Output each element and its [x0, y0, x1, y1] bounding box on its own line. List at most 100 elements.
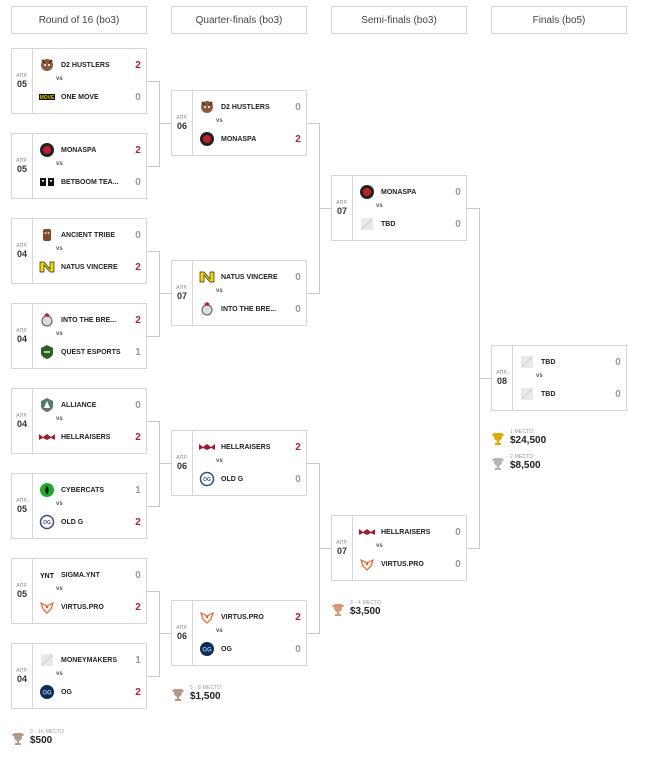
match-date: АПР.06 [172, 431, 193, 495]
into-the-breach-logo-icon [39, 312, 55, 328]
monaspa-logo-icon [39, 142, 55, 158]
match-day: 05 [16, 589, 27, 599]
ancient-tribe-logo-icon [39, 227, 55, 243]
match-day: 04 [16, 334, 27, 344]
match-month: АПР. [176, 285, 188, 291]
match-day: 04 [16, 674, 27, 684]
trophy-gold-icon [492, 433, 504, 445]
og-logo-icon: OG [199, 641, 215, 657]
prize-label: 5 - 8 МЕСТО [190, 685, 222, 691]
team-score: 2 [295, 611, 301, 623]
vs-label: vs [216, 458, 223, 464]
match-date: АПР.06 [172, 91, 193, 155]
match-date: АПР.05 [12, 559, 33, 623]
match-month: АПР. [176, 625, 188, 631]
connector-line [159, 293, 171, 294]
match-month: АПР. [336, 540, 348, 546]
og-logo-icon: OG [39, 684, 55, 700]
prize-5-8: 5 - 8 МЕСТО $1,500 [171, 685, 221, 702]
team-name: D2 HUSTLERS [221, 103, 270, 111]
prize-9-16: 9 - 16 МЕСТО $500 [11, 729, 64, 746]
team-score: 2 [135, 314, 141, 326]
team-name: HELLRAISERS [221, 443, 271, 451]
connector-line [467, 548, 479, 549]
team-score: 2 [135, 601, 141, 613]
team-score: 0 [455, 218, 461, 230]
team-row[interactable]: BETBOOM TEA...0 [33, 169, 145, 195]
team-row[interactable]: INTO THE BRE...2 [33, 307, 145, 333]
team-name: HELLRAISERS [381, 528, 431, 536]
team-name: ANCIENT TRIBE [61, 231, 116, 239]
team-score: 1 [135, 346, 141, 358]
team-row[interactable]: ANCIENT TRIBE 0 [33, 222, 145, 248]
match-date: АПР.04 [12, 644, 33, 708]
team-score: 0 [135, 229, 141, 241]
match-month: АПР. [16, 328, 28, 334]
monaspa-logo-icon [199, 131, 215, 147]
prize-amount: $500 [30, 735, 53, 746]
vs-label: vs [376, 203, 383, 209]
connector-line [147, 676, 159, 677]
match-day: 06 [176, 121, 187, 131]
team-score: 0 [455, 558, 461, 570]
vs-label: vs [376, 543, 383, 549]
connector-line [147, 336, 159, 337]
vs-label: vs [216, 628, 223, 634]
team-name: INTO THE BRE... [221, 305, 277, 313]
prize-label: 3 - 4 МЕСТО [350, 600, 382, 606]
team-name: VIRTUS.PRO [61, 603, 104, 611]
monaspa-logo-icon [359, 184, 375, 200]
team-name: CYBERCATS [61, 486, 105, 494]
trophy-silver-icon [492, 458, 504, 470]
team-row[interactable]: VIRTUS.PRO 2 [33, 594, 145, 620]
one-move-logo-icon: MOVE [39, 89, 55, 105]
connector-line [159, 123, 171, 124]
match-date: АПР.05 [12, 474, 33, 538]
hustlers-logo-icon [39, 57, 55, 73]
match-month: АПР. [16, 73, 28, 79]
team-score: 2 [135, 261, 141, 273]
team-score: 0 [135, 399, 141, 411]
team-row[interactable]: INTO THE BRE...0 [193, 296, 305, 322]
